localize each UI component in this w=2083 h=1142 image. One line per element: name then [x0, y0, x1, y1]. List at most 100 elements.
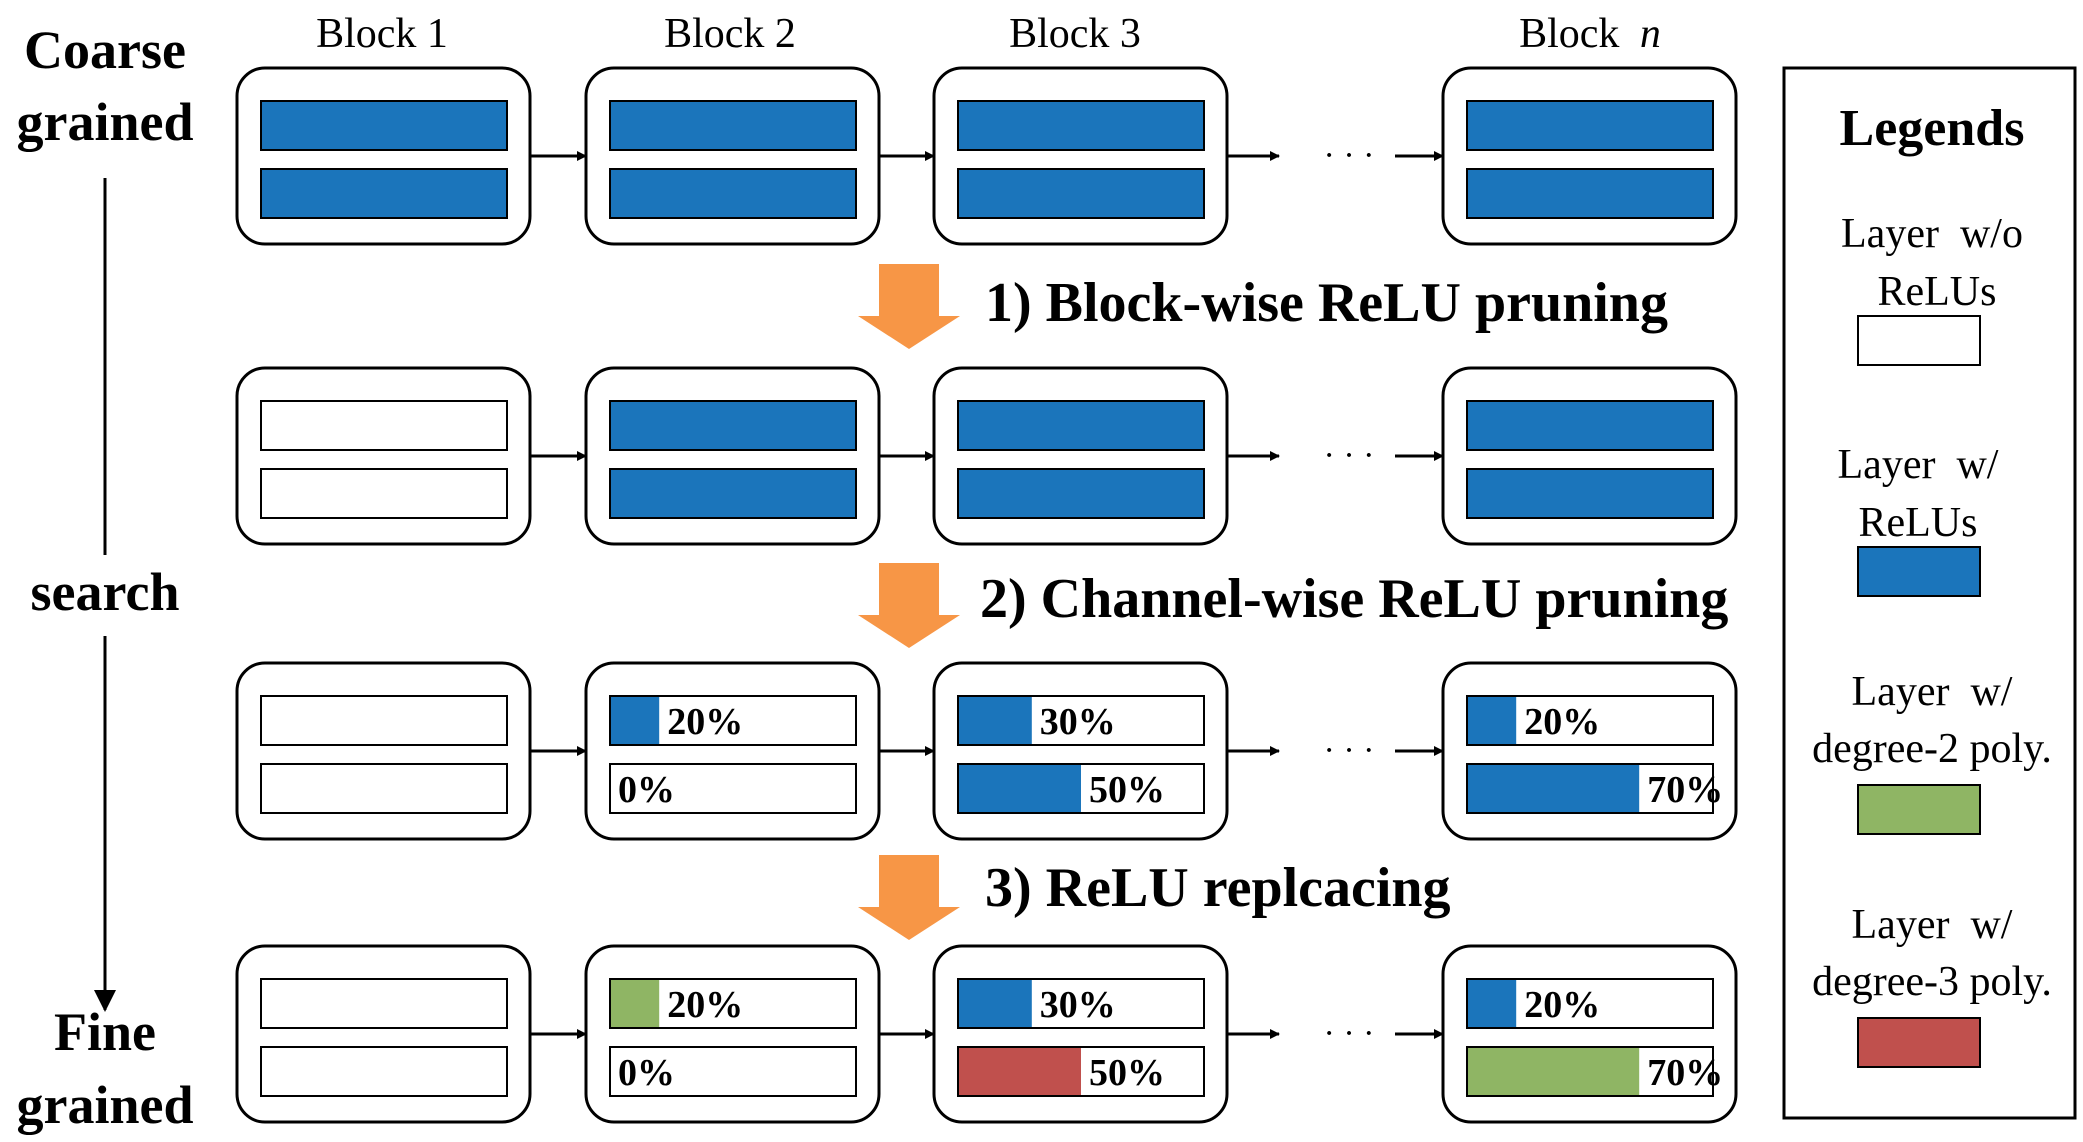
layer-percent-label: 20%: [667, 701, 743, 743]
layer-percent-label: 20%: [1524, 984, 1600, 1026]
step-3-label: 3) ReLU replcacing: [985, 857, 1451, 919]
layer-fill-relu: [958, 696, 1032, 745]
legend-item-2-line1: Layer w/: [1838, 442, 1999, 488]
block-row-4: 20% 0% 30% 50% 20% 70% · · ·: [235, 944, 1738, 1124]
axis-search-label: search: [31, 562, 180, 622]
legend-item-4-line1: Layer w/: [1852, 902, 2013, 948]
step-2-label: 2) Channel-wise ReLU pruning: [980, 568, 1728, 630]
ellipsis: · · ·: [1324, 137, 1375, 174]
layer-fill-relu: [1466, 168, 1714, 219]
block-1-2: [584, 66, 881, 246]
axis-coarse-label-line1: Coarse: [24, 20, 186, 80]
step-2-orange-arrow: [858, 563, 960, 648]
layer-percent-label: 30%: [1040, 984, 1116, 1026]
layer-fill-relu: [957, 168, 1205, 219]
layer-outline: [260, 1046, 508, 1097]
step-3-orange-arrow: [858, 855, 960, 940]
axis-coarse-label-line2: grained: [16, 92, 193, 152]
layer-fill-relu: [958, 764, 1081, 813]
block-1-4: [1441, 66, 1738, 246]
legend-item-1-line2: ReLUs: [1878, 269, 1997, 315]
block-1-3: [932, 66, 1229, 246]
step-3: 3) ReLU replcacing: [858, 855, 1451, 940]
ellipsis: · · ·: [1324, 1015, 1375, 1052]
granularity-axis: Coarse grained search Fine grained: [16, 20, 193, 1135]
layer-percent-label: 20%: [1524, 701, 1600, 743]
layer-fill-relu: [957, 400, 1205, 451]
layer-outline-top: [957, 1046, 1205, 1097]
step-1: 1) Block-wise ReLU pruning: [858, 264, 1668, 349]
block-4-1: [235, 944, 532, 1124]
block-1-1: [235, 66, 532, 246]
block-3-4: 20% 70%: [1441, 661, 1738, 841]
layer-percent-label: 70%: [1647, 1052, 1723, 1094]
layer-outline-top: [957, 695, 1205, 746]
block-2-2: [584, 366, 881, 546]
layer-outline-top: [609, 695, 857, 746]
layer-percent-label: 50%: [1089, 769, 1165, 811]
legend-item-3-line2: degree-2 poly.: [1812, 726, 2052, 772]
block-2-4: [1441, 366, 1738, 546]
legend-item-3-line1: Layer w/: [1852, 669, 2013, 715]
block-row-1: · · ·: [235, 66, 1738, 246]
layer-fill-relu: [1466, 400, 1714, 451]
layer-percent-label: 0%: [618, 1052, 675, 1094]
ellipsis: · · ·: [1324, 437, 1375, 474]
layer-fill-relu: [260, 100, 508, 151]
layer-outline-top: [1466, 1046, 1714, 1097]
layer-fill-relu: [957, 468, 1205, 519]
layer-fill-relu: [1466, 468, 1714, 519]
layer-outline: [260, 978, 508, 1029]
layer-outline: [260, 695, 508, 746]
legend-swatch-poly2: [1857, 784, 1981, 835]
layer-fill-poly2: [610, 979, 660, 1028]
layer-fill-relu: [1467, 979, 1517, 1028]
layer-outline-top: [1466, 763, 1714, 814]
legend-swatch-empty: [1857, 315, 1981, 366]
layer-fill-relu: [1466, 100, 1714, 151]
legend: Legends Layer w/o ReLUs Layer w/ ReLUs L…: [1782, 66, 2077, 1120]
block-3-header: Block 3: [1009, 11, 1141, 57]
block-rows: · · · · · · 20% 0% 30% 50% 20% 70% · · · 20% 0% 30%…: [235, 66, 1738, 1124]
layer-percent-label: 30%: [1040, 701, 1116, 743]
layer-fill-relu: [609, 168, 857, 219]
layer-fill-relu: [610, 696, 660, 745]
layer-outline: [260, 763, 508, 814]
block-headers: Block 1 Block 2 Block 3 Block n: [316, 11, 1661, 57]
axis-fine-label-line2: grained: [16, 1075, 193, 1135]
step-1-orange-arrow: [858, 264, 960, 349]
legend-item-1-line1: Layer w/o: [1841, 211, 2023, 257]
layer-outline-top: [957, 978, 1205, 1029]
block-row-3: 20% 0% 30% 50% 20% 70% · · ·: [235, 661, 1738, 841]
block-n-header: Block n: [1519, 11, 1661, 57]
layer-outline: [609, 763, 857, 814]
layer-fill-relu: [1467, 696, 1517, 745]
step-1-label: 1) Block-wise ReLU pruning: [985, 272, 1668, 334]
step-2: 2) Channel-wise ReLU pruning: [858, 563, 1728, 648]
layer-outline-top: [1466, 978, 1714, 1029]
block-3-3: 30% 50%: [932, 661, 1229, 841]
block-n-header-suffix: n: [1640, 11, 1661, 57]
ellipsis: · · ·: [1324, 732, 1375, 769]
block-2-header: Block 2: [664, 11, 796, 57]
legend-item-4-line2: degree-3 poly.: [1812, 959, 2052, 1005]
layer-outline-top: [1466, 695, 1714, 746]
block-4-4: 20% 70%: [1441, 944, 1738, 1124]
legend-item-2-line2: ReLUs: [1859, 500, 1978, 546]
axis-fine-label-line1: Fine: [54, 1002, 156, 1062]
block-2-3: [932, 366, 1229, 546]
layer-percent-label: 70%: [1647, 769, 1723, 811]
block-4-2: 20% 0%: [584, 944, 881, 1124]
block-row-2: · · ·: [235, 366, 1738, 546]
layer-fill-relu: [1467, 764, 1640, 813]
block-4-3: 30% 50%: [932, 944, 1229, 1124]
layer-percent-label: 20%: [667, 984, 743, 1026]
layer-percent-label: 50%: [1089, 1052, 1165, 1094]
layer-outline-top: [957, 763, 1205, 814]
layer-outline-top: [609, 978, 857, 1029]
block-3-2: 20% 0%: [584, 661, 881, 841]
layer-fill-relu: [260, 168, 508, 219]
layer-fill-relu: [609, 400, 857, 451]
layer-percent-label: 0%: [618, 769, 675, 811]
